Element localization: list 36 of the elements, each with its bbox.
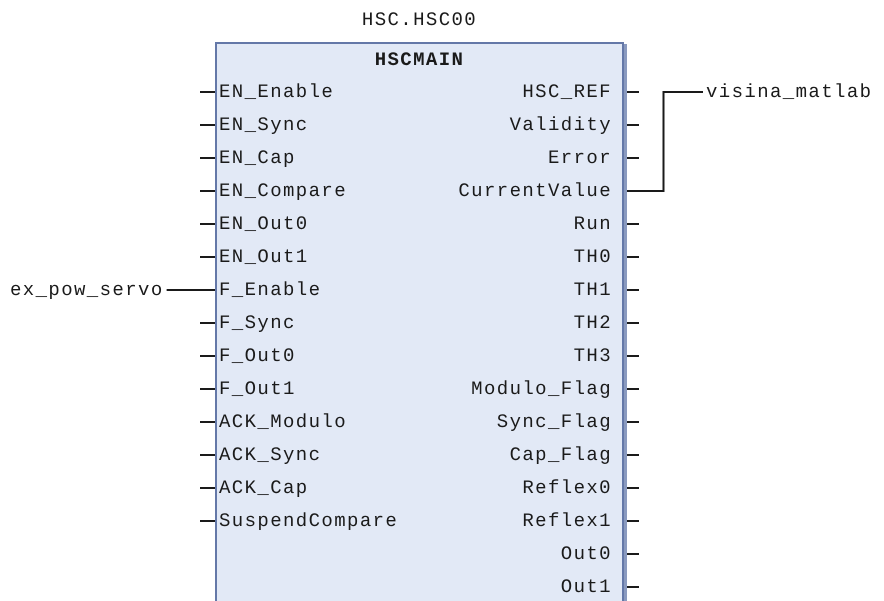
pin-label: F_Out0 — [217, 344, 296, 368]
pin-label: Out0 — [560, 542, 625, 566]
pin-label: Modulo_Flag — [471, 377, 625, 401]
pin-label: Sync_Flag — [496, 410, 625, 434]
pin-label: Cap_Flag — [510, 443, 625, 467]
variable-name: ex_pow_servo — [10, 278, 164, 302]
pin-label: F_Enable — [217, 278, 322, 302]
pin-label: TH2 — [574, 311, 625, 335]
pin-label: SuspendCompare — [217, 509, 398, 533]
pin-label: TH3 — [574, 344, 625, 368]
pin-label: ACK_Modulo — [217, 410, 348, 434]
pin-label: ACK_Sync — [217, 443, 322, 467]
pin-label: F_Sync — [217, 311, 296, 335]
pin-label: Out1 — [560, 575, 625, 599]
variable-name: visina_matlab — [706, 80, 872, 104]
pin-label: EN_Compare — [217, 179, 348, 203]
pin-label: Error — [548, 146, 625, 170]
pin-label: EN_Out1 — [217, 245, 309, 269]
connection-line — [166, 289, 215, 291]
connection-line — [624, 91, 703, 192]
pin-label: EN_Sync — [217, 113, 309, 137]
block-type-name: HSCMAIN — [374, 48, 464, 72]
instance-name: HSC.HSC00 — [362, 8, 478, 32]
pin-label: ACK_Cap — [217, 476, 309, 500]
pin-label: Reflex1 — [522, 509, 625, 533]
pin-label: EN_Out0 — [217, 212, 309, 236]
pin-label: Reflex0 — [522, 476, 625, 500]
pin-label: HSC_REF — [522, 80, 625, 104]
pin-label: EN_Enable — [217, 80, 334, 104]
pin-label: Run — [574, 212, 625, 236]
pin-label: CurrentValue — [458, 179, 625, 203]
pin-label: TH1 — [574, 278, 625, 302]
pin-label: TH0 — [574, 245, 625, 269]
pin-label: F_Out1 — [217, 377, 296, 401]
pin-label: EN_Cap — [217, 146, 296, 170]
pin-label: Validity — [510, 113, 625, 137]
